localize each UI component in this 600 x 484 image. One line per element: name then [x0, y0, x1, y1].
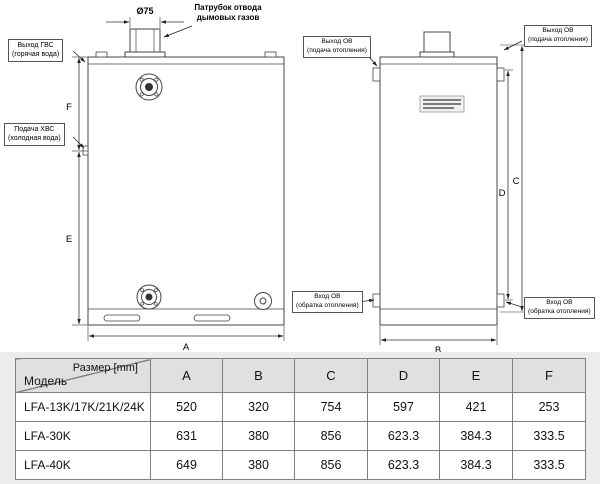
label-dhw-out: Выход ГВС (горячая вода)	[8, 39, 64, 62]
table-row: LFA-30K 631 380 856 623.3 384.3 333.5	[15, 421, 586, 451]
label-heat-out-left: Выход ОВ (подача отопления)	[303, 36, 371, 58]
value-cell: 856	[294, 421, 368, 451]
value-cell: 623.3	[367, 450, 440, 480]
table-corner-cell: Размер [mm] Модель	[15, 358, 151, 393]
label-heat-out-right-line1: Выход ОВ	[542, 27, 574, 34]
column-header-e: E	[439, 358, 513, 393]
label-heat-out-right-line2: (подача отопления)	[528, 35, 588, 43]
dhw-flange-top	[135, 73, 163, 101]
dim-label-a: A	[183, 342, 190, 353]
side-view	[372, 31, 505, 326]
label-heat-return-left-line2: (обратка отопления)	[296, 301, 359, 309]
table-section: Размер [mm] Модель A B C D E F LFA-13K/1…	[0, 352, 600, 484]
column-header-c: C	[294, 358, 368, 393]
label-heat-return-right: Вход ОВ (обратка отопления)	[524, 297, 595, 319]
connection-flange-bottom	[136, 284, 162, 310]
label-dhw-out-line2: (горячая вода)	[12, 51, 60, 59]
value-cell: 320	[222, 392, 295, 422]
value-cell: 631	[150, 421, 223, 451]
flue-outlet-note-line2: дымовых газов	[196, 13, 260, 23]
column-header-d: D	[367, 358, 440, 393]
value-cell: 380	[222, 421, 295, 451]
model-cell: LFA-40K	[15, 450, 151, 480]
dimension-cd	[500, 44, 527, 313]
value-cell: 649	[150, 450, 223, 480]
flue-diameter-dimension	[106, 17, 184, 28]
value-cell: 421	[439, 392, 513, 422]
label-cold-in-line1: Подача ХВС	[14, 126, 55, 133]
front-leader-arrows	[72, 25, 193, 149]
label-cold-in-line2: (холодная вода)	[8, 135, 61, 143]
table-row: LFA-40K 649 380 856 623.3 384.3 333.5	[15, 450, 586, 480]
value-cell: 380	[222, 450, 295, 480]
flue-pipe-front	[124, 28, 166, 58]
rating-plate	[419, 95, 465, 113]
value-cell: 597	[367, 392, 440, 422]
label-heat-return-right-line1: Вход ОВ	[546, 299, 573, 306]
flue-outlet-note-line1: Патрубок отвода	[194, 3, 262, 12]
label-heat-out-left-line2: (подача отопления)	[307, 46, 367, 54]
front-view	[82, 51, 285, 326]
value-cell: 520	[150, 392, 223, 422]
column-header-b: B	[222, 358, 295, 393]
dim-label-f: F	[66, 102, 72, 113]
dimension-a	[87, 326, 285, 341]
dimension-b	[379, 326, 498, 345]
model-cell: LFA-30K	[15, 421, 151, 451]
drawing-canvas: Ø75	[66, 6, 527, 355]
dimension-ef	[72, 56, 88, 326]
value-cell: 623.3	[367, 421, 440, 451]
label-heat-return-right-line2: (обратка отопления)	[528, 307, 591, 315]
value-cell: 384.3	[439, 421, 513, 451]
value-cell: 754	[294, 392, 368, 422]
value-cell: 384.3	[439, 450, 513, 480]
label-dhw-out-line1: Выход ГВС	[17, 42, 54, 49]
label-heat-out-right: Выход ОВ (подача отопления)	[524, 25, 592, 47]
column-header-a: A	[150, 358, 223, 393]
label-heat-return-left: Вход ОВ (обратка отопления)	[292, 291, 363, 313]
dim-label-e: E	[66, 234, 72, 245]
dim-label-c: C	[513, 176, 520, 187]
drain-port	[254, 292, 272, 310]
flue-diameter-label: Ø75	[136, 6, 153, 16]
dim-label-d: D	[499, 188, 506, 199]
column-header-f: F	[512, 358, 586, 393]
flue-outlet-note: Патрубок отвода дымовых газов	[170, 3, 286, 24]
corner-size-label: Размер [mm]	[72, 362, 138, 374]
value-cell: 856	[294, 450, 368, 480]
value-cell: 253	[512, 392, 586, 422]
dimension-table: Размер [mm] Модель A B C D E F LFA-13K/1…	[15, 358, 586, 480]
value-cell: 333.5	[512, 450, 586, 480]
table-row: LFA-13K/17K/21K/24K 520 320 754 597 421 …	[15, 392, 586, 422]
label-cold-in: Подача ХВС (холодная вода)	[4, 123, 65, 146]
model-cell: LFA-13K/17K/21K/24K	[15, 392, 151, 422]
label-heat-return-left-line1: Вход ОВ	[314, 293, 341, 300]
value-cell: 333.5	[512, 421, 586, 451]
technical-drawing: Ø75	[4, 3, 595, 355]
dim-label-b: B	[435, 345, 441, 355]
label-heat-out-left-line1: Выход ОВ	[321, 38, 353, 45]
corner-model-label: Модель	[24, 374, 68, 388]
